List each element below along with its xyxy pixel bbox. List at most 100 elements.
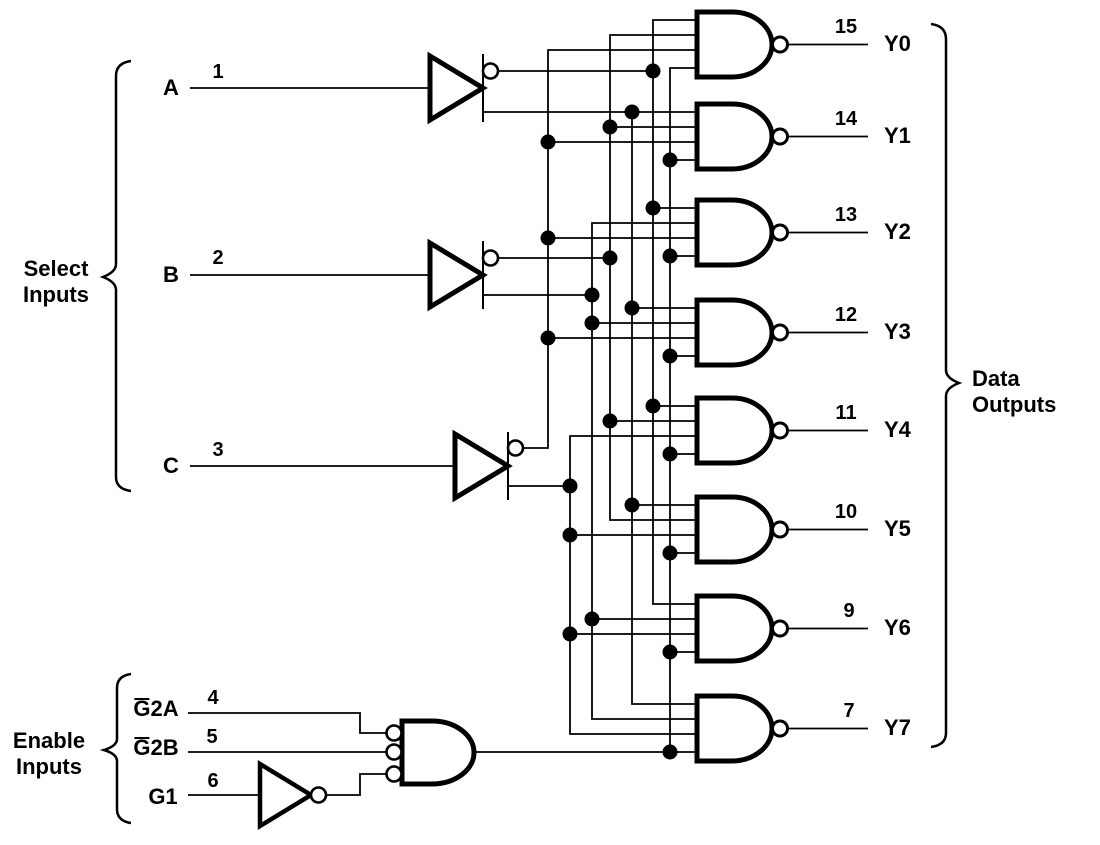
output-pin-7: 7 — [843, 700, 855, 722]
input-pin-3: 3 — [212, 439, 224, 461]
bubble-y2 — [771, 223, 789, 242]
bubble-y1 — [771, 127, 789, 146]
input-pin-5: 5 — [206, 726, 218, 748]
input-pin-1: 1 — [212, 61, 224, 83]
input-pin-4: 4 — [207, 687, 219, 709]
inverter-g1 — [257, 759, 328, 831]
enable-inputs-group-label: Enable Inputs — [12, 728, 86, 779]
bubble-y7 — [771, 719, 789, 738]
bubble-c-not — [506, 439, 525, 457]
overbar: G — [133, 735, 151, 760]
nand-gate-y1 — [694, 101, 789, 172]
junction-dot — [662, 446, 678, 462]
buffer-c — [452, 429, 525, 503]
nand-gate-y6 — [694, 593, 789, 664]
input-label-c: C — [163, 453, 179, 478]
bubble-enable-in3 — [385, 765, 403, 783]
bus-enable — [669, 67, 697, 752]
enable-and-gate — [385, 718, 477, 787]
junction-dot — [602, 413, 618, 429]
buffer-b — [427, 238, 500, 312]
wire-g1-inverted — [327, 773, 386, 796]
output-label-y5: Y5 — [884, 516, 911, 541]
bubble-y0 — [771, 35, 789, 54]
output-label-y0: Y0 — [884, 31, 911, 56]
junction-dot — [624, 104, 640, 120]
input-label-g1-text: G1 — [148, 784, 178, 809]
enable-inputs-brace — [99, 672, 132, 825]
junction-dot — [662, 644, 678, 660]
data-outputs-group-label: Data Outputs — [972, 366, 1057, 417]
junction-dot — [624, 497, 640, 513]
braces — [99, 22, 963, 825]
input-label-g2a: G2A — [133, 698, 178, 720]
bubble-a-not — [481, 62, 500, 80]
input-label-g2b: G2B — [133, 737, 178, 759]
select-inputs-brace — [99, 59, 132, 493]
bubble-enable-in1 — [385, 724, 403, 742]
output-pin-9: 9 — [843, 600, 855, 622]
bus-b-true — [591, 222, 697, 720]
buffer-a — [427, 51, 500, 125]
output-pin-15: 15 — [834, 16, 858, 38]
junction-dot — [662, 744, 678, 760]
bubble-y5 — [771, 520, 789, 539]
junction-dot — [645, 63, 661, 79]
input-label-b: B — [163, 262, 179, 287]
junction-dot — [645, 398, 661, 414]
junction-dot — [662, 152, 678, 168]
junction-dot — [662, 248, 678, 264]
output-label-y7: Y7 — [884, 715, 911, 740]
nand-gate-y5 — [694, 494, 789, 565]
output-label-y1: Y1 — [884, 123, 911, 148]
nand-gates — [694, 9, 789, 764]
input-pin-2: 2 — [212, 247, 224, 269]
output-label-y4: Y4 — [884, 417, 911, 442]
bus-a-not — [652, 19, 697, 605]
junction-dot — [584, 315, 600, 331]
overbar: G — [133, 696, 151, 721]
output-pin-14: 14 — [834, 108, 858, 130]
nand-gate-y2 — [694, 197, 789, 268]
bubble-b-not — [481, 249, 500, 267]
data-outputs-brace — [930, 22, 963, 749]
wires — [188, 19, 868, 796]
nand-gate-y3 — [694, 297, 789, 368]
output-pin-12: 12 — [834, 304, 858, 326]
bus-b-not — [609, 34, 697, 521]
input-label-a: A — [163, 75, 179, 100]
junction-dot — [602, 119, 618, 135]
junction-dot — [540, 230, 556, 246]
junction-dot — [584, 287, 600, 303]
nand-gate-y4 — [694, 395, 789, 466]
output-pin-10: 10 — [834, 501, 858, 523]
input-label-g2b-text: 2B — [150, 735, 179, 760]
output-label-y6: Y6 — [884, 615, 911, 640]
input-label-g2a-text: 2A — [150, 696, 179, 721]
junction-dot — [540, 134, 556, 150]
junction-dots — [540, 63, 678, 760]
junction-dot — [562, 626, 578, 642]
bubble-g1 — [309, 786, 328, 804]
junction-dot — [624, 300, 640, 316]
output-label-y2: Y2 — [884, 219, 911, 244]
nand-gate-y7 — [694, 693, 789, 764]
output-label-y3: Y3 — [884, 319, 911, 344]
input-buffers — [257, 51, 525, 831]
bubble-y6 — [771, 619, 789, 638]
junction-dot — [645, 200, 661, 216]
bubble-enable-in2 — [385, 743, 403, 761]
select-inputs-group-label: Select Inputs — [23, 256, 89, 307]
wire-g2a — [188, 712, 386, 734]
output-pin-11: 11 — [835, 402, 857, 424]
nand-gate-y0 — [694, 9, 789, 80]
bus-a-true — [631, 112, 697, 705]
junction-dot — [584, 611, 600, 627]
junction-dot — [662, 545, 678, 561]
bubble-y3 — [771, 323, 789, 342]
junction-dot — [662, 348, 678, 364]
bus-c-true — [569, 435, 697, 735]
junction-dot — [562, 478, 578, 494]
